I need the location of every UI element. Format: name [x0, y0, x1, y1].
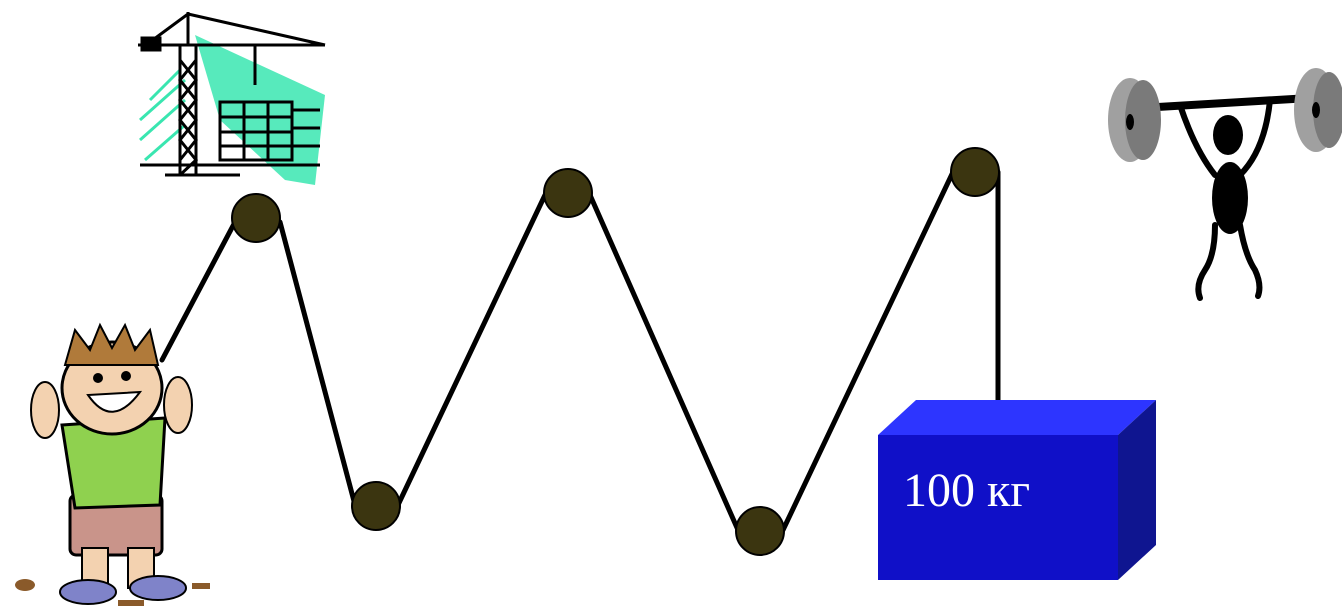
- pulley: [735, 506, 785, 556]
- weight-block: 100 кг: [878, 400, 1156, 580]
- pulley: [950, 147, 1000, 197]
- rope: [159, 169, 1001, 533]
- boy-figure-icon: [15, 322, 210, 606]
- weight-label: 100 кг: [903, 464, 1030, 517]
- pulley: [543, 168, 593, 218]
- pulley: [351, 481, 401, 531]
- construction-crane-icon: [138, 12, 326, 185]
- weightlifter-icon: [1108, 68, 1342, 301]
- pulley: [231, 193, 281, 243]
- pulleys: [231, 147, 1000, 556]
